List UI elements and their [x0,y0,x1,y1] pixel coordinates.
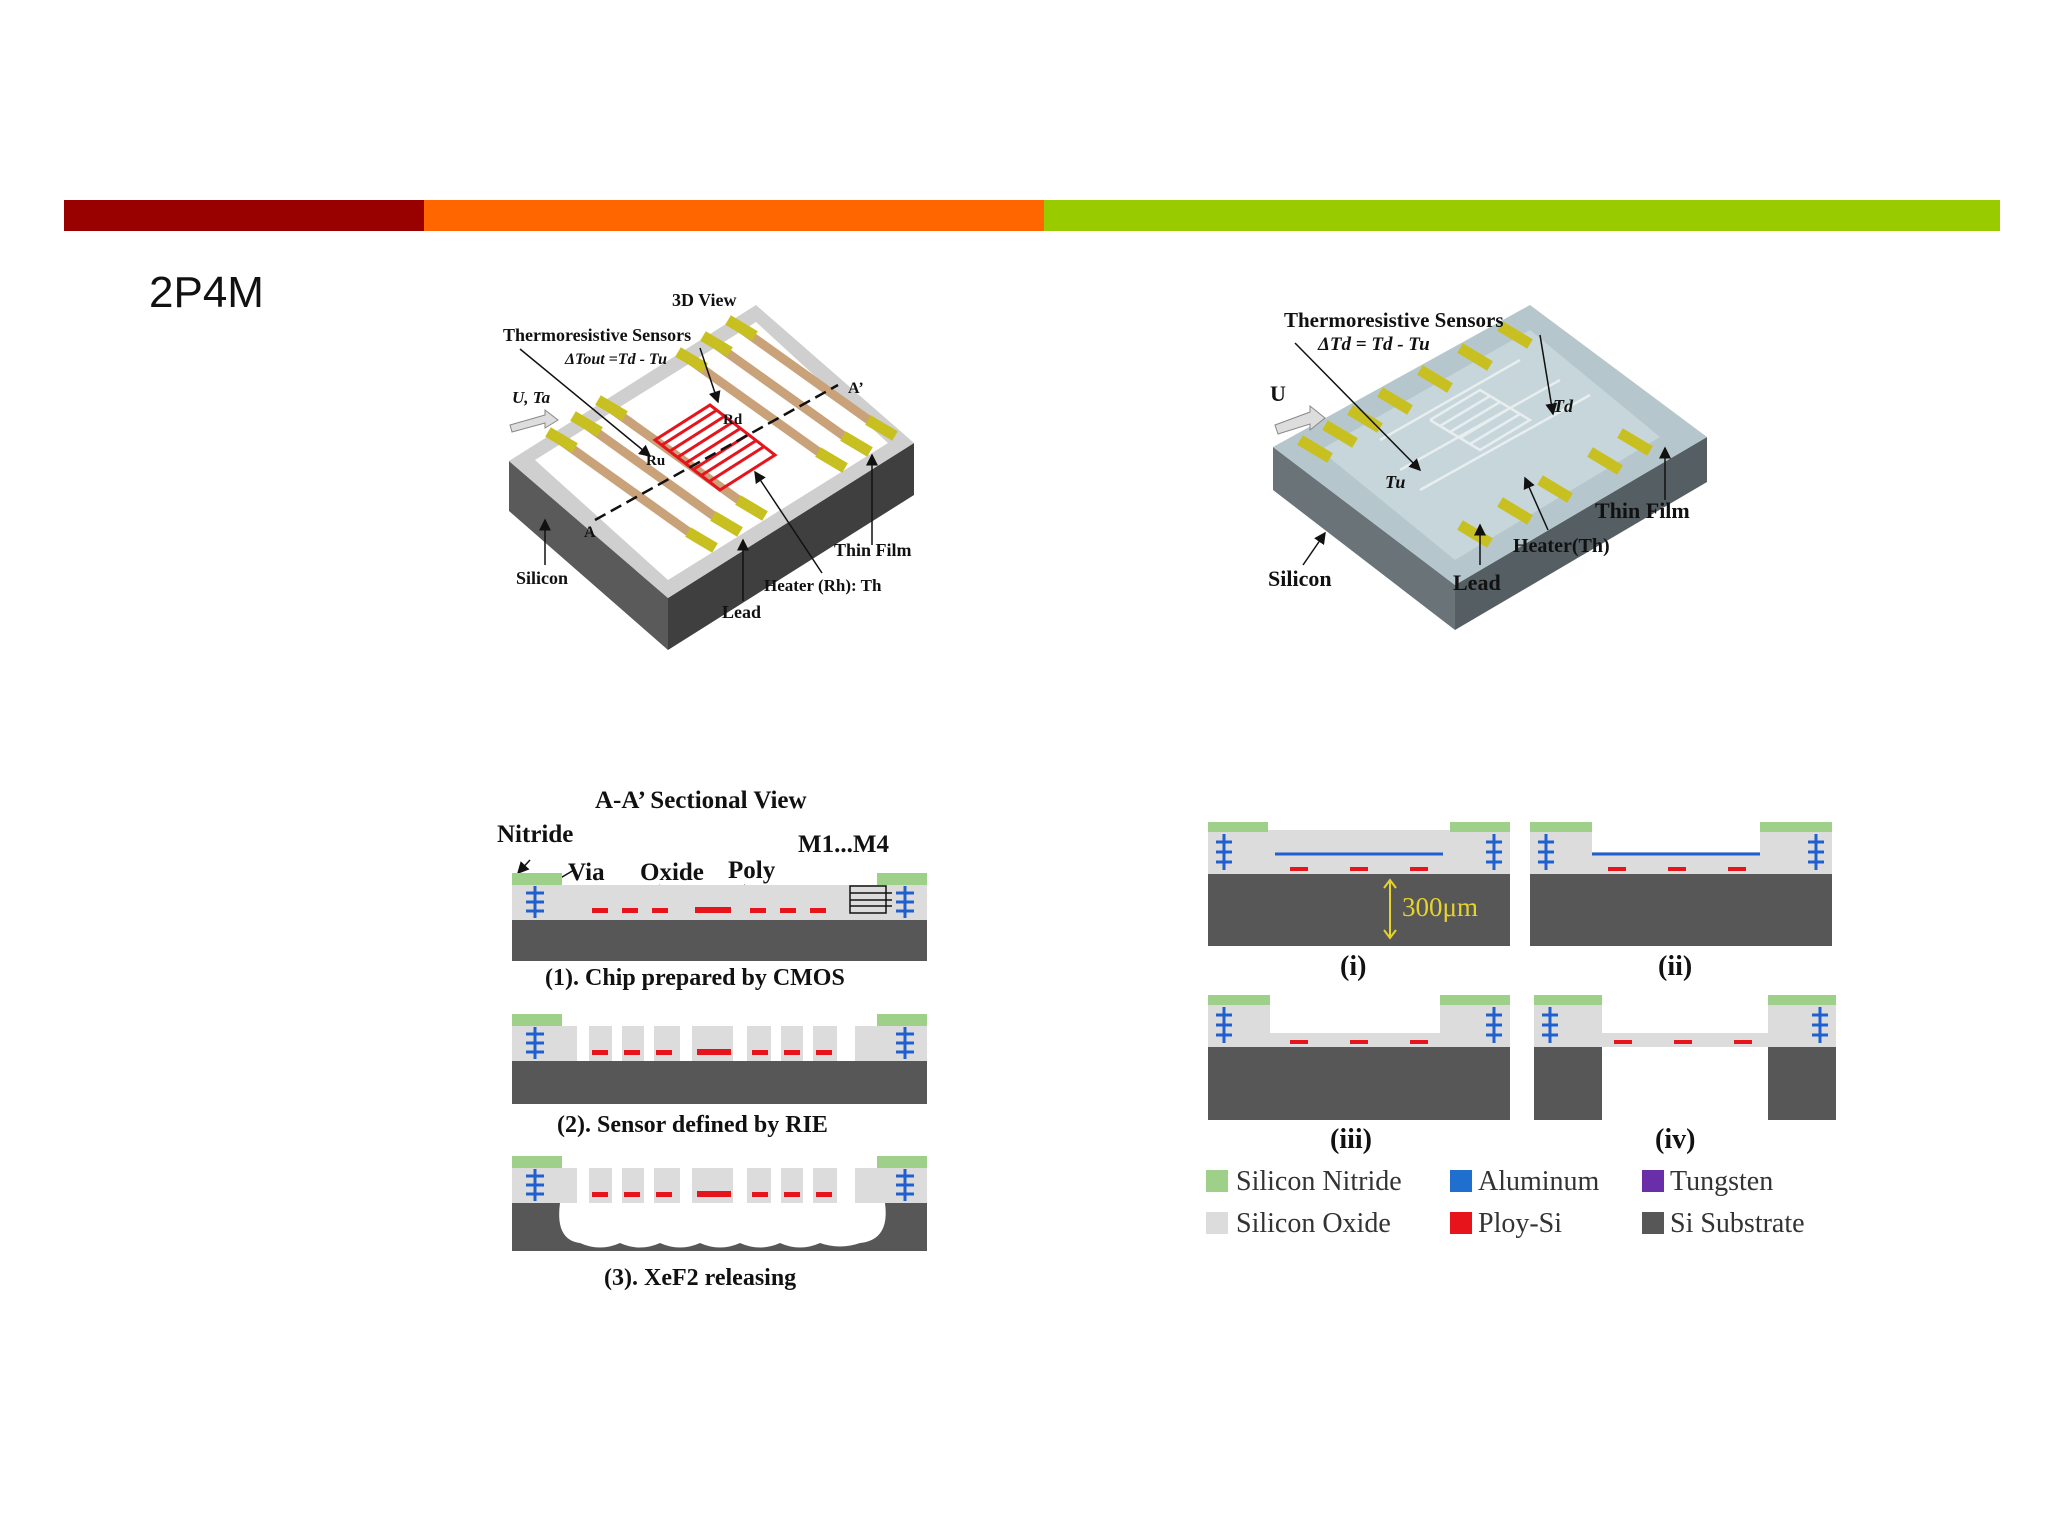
ru-label: Ru [646,453,665,469]
left-silicon-label: Silicon [516,568,568,588]
fig-process-steps: 300μm (i) (ii) (iii) [1206,822,1836,1239]
step3-label: (3). XeF2 releasing [604,1265,796,1291]
slide-title: 2P4M [149,268,264,317]
legend-oxide: Silicon Oxide [1236,1208,1391,1239]
legend-swatch-tungsten [1642,1170,1664,1192]
legend-swatch-substrate [1642,1212,1664,1234]
right-thin-film-label: Thin Film [1595,498,1690,523]
title-bar-lime [1044,200,2000,231]
step-ii-label: (ii) [1658,951,1692,982]
chip2-front-left [1273,447,1455,630]
metals-label: M1...M4 [798,831,889,858]
left-sensors-label: Thermoresistive Sensors [503,325,691,345]
title-bar-orange [424,200,1044,231]
left-flow-label: U, Ta [512,388,551,407]
chip-front-right [668,443,914,650]
left-lead-label: Lead [722,602,761,622]
legend-tungsten: Tungsten [1670,1166,1773,1197]
fig-sectional-view: A-A’ Sectional View Nitride Via Oxide Po… [497,787,927,1291]
td-label: Td [1553,396,1574,416]
legend-swatch-aluminum [1450,1170,1472,1192]
right-sensors-label: Thermoresistive Sensors [1284,308,1504,332]
a-label: A [584,524,596,541]
tu-label: Tu [1385,472,1405,492]
right-delta-label: ΔTd = Td - Tu [1317,334,1430,355]
rd-label: Rd [723,412,743,428]
right-lead-label: Lead [1453,570,1501,595]
legend-swatch-poly [1450,1212,1472,1234]
title-bar-dark-red [64,200,424,231]
thickness-label: 300μm [1402,892,1478,922]
legend-substrate: Si Substrate [1670,1208,1805,1239]
nitride-label: Nitride [497,821,573,848]
left-delta-label: ΔTout =Td - Tu [564,351,667,368]
poly-label: Poly [728,857,776,884]
chip2-front-right [1455,437,1707,630]
legend-swatch-nitride [1206,1170,1228,1192]
step-i-label: (i) [1340,951,1366,982]
step2-label: (2). Sensor defined by RIE [557,1112,828,1138]
a-prime-label: A’ [848,380,864,397]
left-3d-heading: 3D View [672,290,737,310]
right-heater-label: Heater(Th) [1513,535,1610,557]
legend-swatch-oxide [1206,1212,1228,1234]
fig-3d-right: Thermoresistive Sensors ΔTd = Td - Tu U … [1268,305,1707,630]
legend-aluminum: Aluminum [1478,1166,1600,1197]
right-silicon-label: Silicon [1268,566,1332,591]
oxide-label: Oxide [640,859,704,886]
left-thin-film-label: Thin Film [834,540,912,560]
chip-front-left [509,461,668,650]
legend-poly: Ploy-Si [1478,1208,1562,1239]
via-label: Via [568,859,605,886]
fig-3d-left: 3D View Thermoresistive Sensors ΔTout =T… [503,290,914,650]
step1-label: (1). Chip prepared by CMOS [545,965,845,991]
step-iv-label: (iv) [1655,1124,1695,1155]
left-heater-label: Heater (Rh): Th [764,576,882,595]
step-iii-label: (iii) [1330,1124,1372,1155]
right-flow-label: U [1270,381,1286,406]
legend-nitride: Silicon Nitride [1236,1166,1402,1197]
section-heading: A-A’ Sectional View [595,787,807,814]
cavity [535,322,888,580]
